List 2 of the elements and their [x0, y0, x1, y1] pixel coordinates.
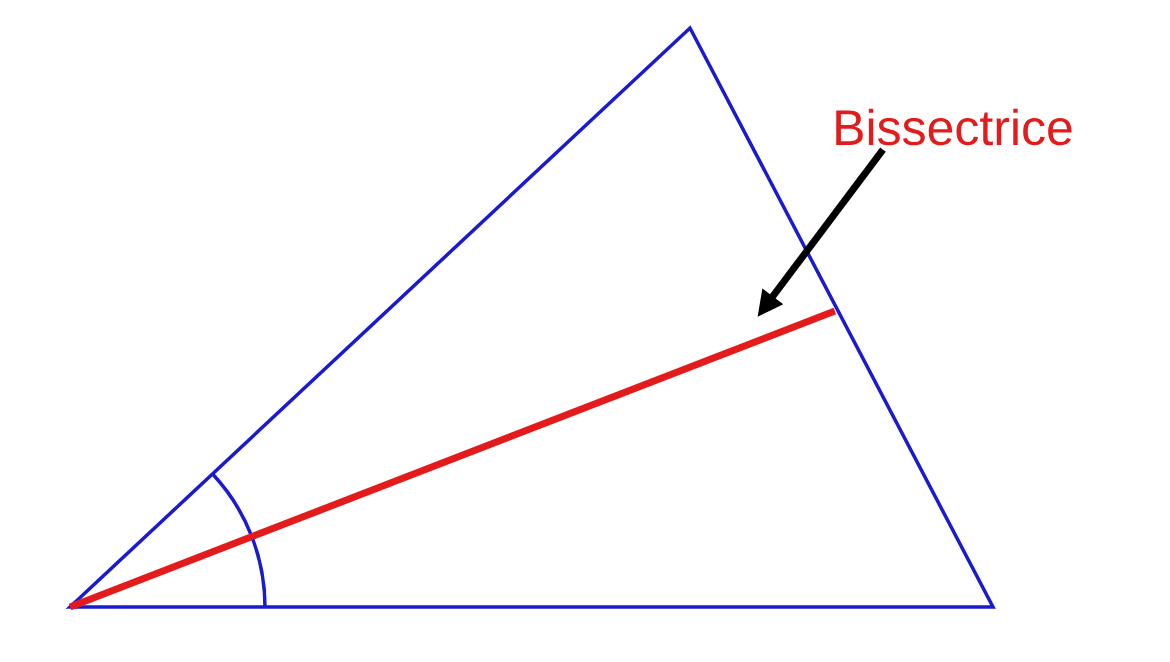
- bisector-line: [68, 307, 837, 611]
- bisector-label: Bissectrice: [836, 108, 1072, 146]
